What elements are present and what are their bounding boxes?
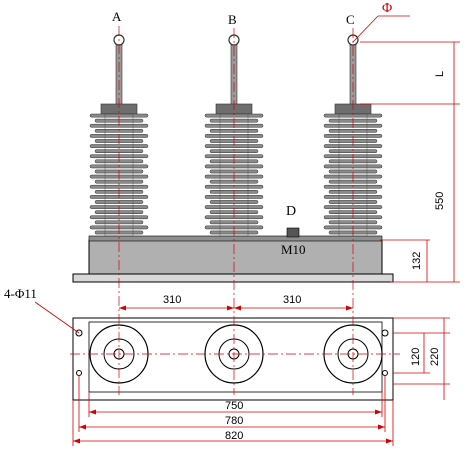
label-c: C — [346, 12, 355, 27]
dim-750: 750 — [225, 400, 243, 412]
label-diameter: Φ — [382, 1, 392, 16]
base-plate — [72, 273, 394, 283]
label-a: A — [112, 9, 122, 24]
label-d: D — [286, 204, 296, 219]
insulator-shed — [89, 184, 149, 189]
insulator-shed — [94, 220, 144, 225]
insulator-shed — [94, 179, 144, 184]
dim-310-left: 310 — [163, 294, 181, 306]
dim-550: 550 — [434, 192, 446, 210]
dim-132: 132 — [411, 252, 423, 270]
ground-bolt-d — [286, 227, 300, 238]
dim-820: 820 — [225, 430, 243, 442]
label-m10: M10 — [281, 242, 306, 257]
dim-310-right: 310 — [283, 294, 301, 306]
dim-l: L — [434, 71, 446, 77]
label-holes: 4-Φ11 — [4, 286, 37, 301]
dimension-lines — [34, 15, 460, 446]
dim-780: 780 — [225, 415, 243, 427]
label-b: B — [228, 12, 237, 27]
insulator-shed — [89, 215, 149, 220]
tank-body — [88, 239, 383, 275]
mount-hole-br — [382, 370, 388, 376]
dim-120: 120 — [410, 348, 422, 366]
dim-220: 220 — [429, 348, 441, 366]
mount-hole-bl — [76, 370, 82, 376]
mount-hole-tr — [381, 329, 389, 337]
center-lines — [70, 26, 400, 395]
tank-top-edge — [88, 235, 383, 242]
